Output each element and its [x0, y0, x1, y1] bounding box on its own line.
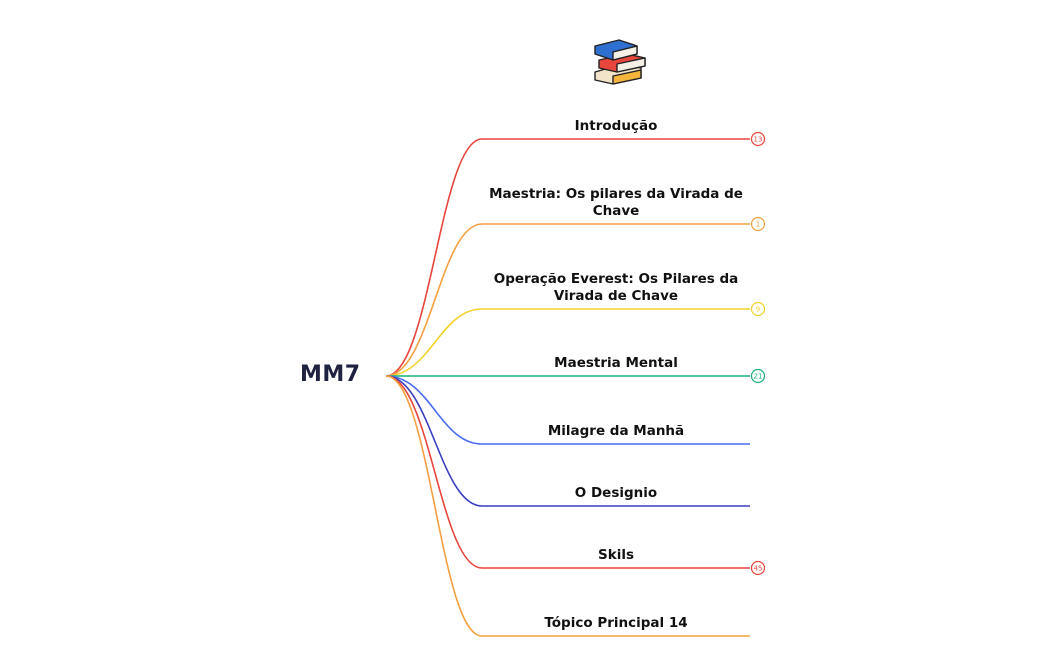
branch-topic-label: O Designio	[574, 485, 658, 501]
branch-topic-label: Operação Everest: Os Pilares da Virada d…	[493, 271, 739, 304]
badge-layer: 13 1 9 21 45	[750, 131, 766, 576]
branch-connector	[385, 375, 750, 637]
branch-topic-label: Skils	[598, 547, 634, 563]
badge-count: 1	[756, 221, 760, 229]
subtopic-count-badge[interactable]: 21	[750, 368, 766, 384]
branch-topic[interactable]: Milagre da Manhã	[482, 417, 750, 440]
badge-count: 13	[754, 136, 763, 144]
books-stack-icon[interactable]	[594, 39, 646, 85]
badge-count: 45	[754, 565, 763, 573]
branch-topic[interactable]: Operação Everest: Os Pilares da Virada d…	[482, 265, 750, 305]
branch-topic[interactable]: O Designio	[482, 479, 750, 502]
branch-topic[interactable]: Maestria: Os pilares da Virada de Chave	[482, 180, 750, 220]
branch-topic[interactable]: Introdução	[482, 113, 750, 135]
branch-topic[interactable]: Tópico Principal 14	[482, 609, 750, 632]
branch-connector	[385, 375, 750, 445]
branch-topic-label: Tópico Principal 14	[544, 615, 688, 631]
branch-connector	[385, 138, 750, 377]
branch-topic-label: Introdução	[574, 118, 658, 134]
branch-topic-label: Maestria Mental	[554, 355, 678, 371]
connector-layer	[385, 138, 750, 637]
branch-topic[interactable]: Skils	[482, 541, 750, 564]
branch-connector	[385, 308, 750, 377]
branch-topic-label: Maestria: Os pilares da Virada de Chave	[489, 186, 743, 219]
subtopic-count-badge[interactable]: 13	[750, 131, 766, 147]
subtopic-count-badge[interactable]: 9	[750, 301, 766, 317]
branch-connector	[385, 375, 750, 569]
branch-connector	[385, 223, 750, 377]
subtopic-count-badge[interactable]: 45	[750, 560, 766, 576]
root-topic[interactable]: MM7	[300, 362, 361, 387]
branch-topic[interactable]: Maestria Mental	[482, 349, 750, 372]
branch-connector	[385, 375, 750, 507]
badge-count: 21	[754, 373, 763, 381]
badge-count: 9	[756, 306, 760, 314]
subtopic-count-badge[interactable]: 1	[750, 216, 766, 232]
branch-topic-label: Milagre da Manhã	[547, 423, 685, 439]
